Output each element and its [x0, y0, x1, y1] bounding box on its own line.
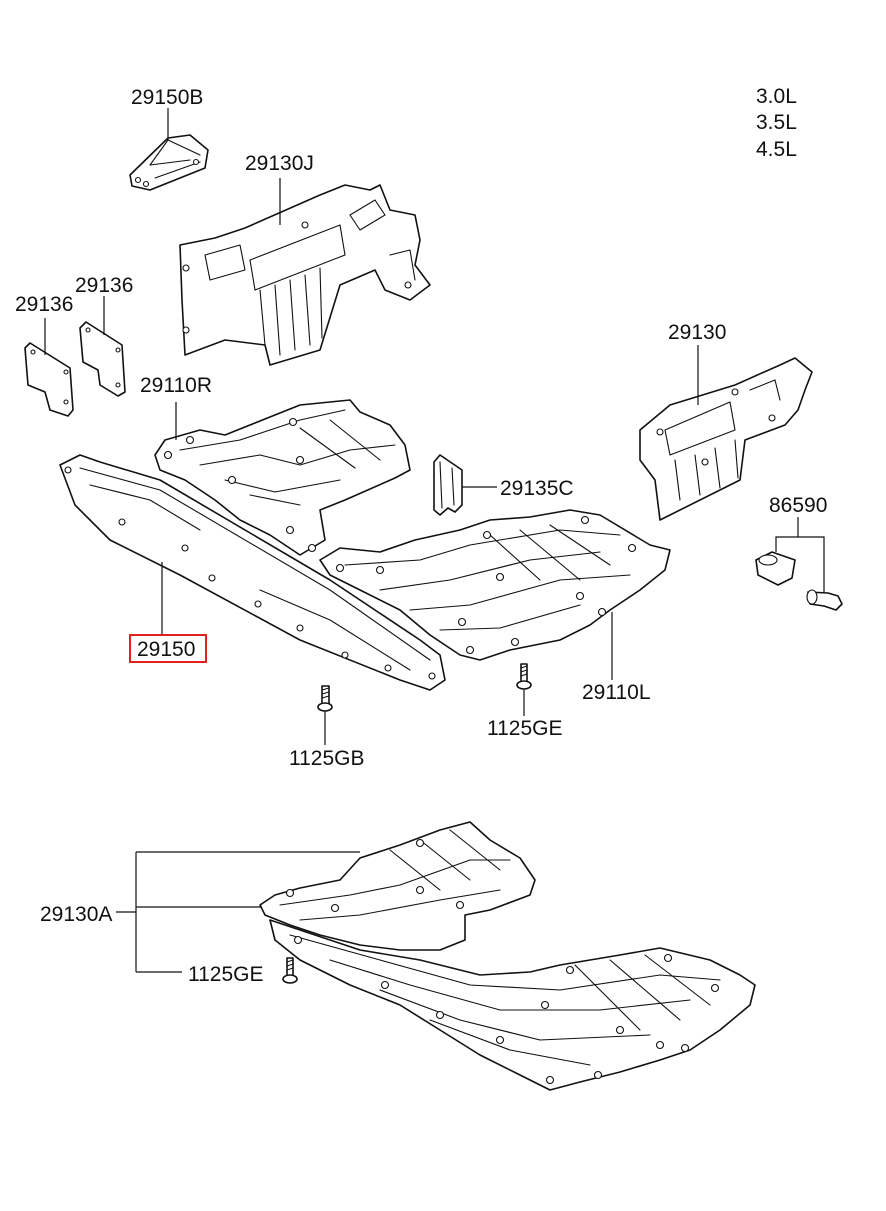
bolt-1125ge[interactable]: [516, 663, 532, 690]
label-29110l: 29110L: [582, 681, 651, 704]
front-bar-29150[interactable]: [59, 454, 446, 691]
pad-29136-right[interactable]: [79, 321, 126, 397]
engine-variant-2: 3.5L: [756, 111, 797, 134]
cover-29130j[interactable]: [179, 184, 431, 366]
bolt-1125gb[interactable]: [317, 685, 333, 712]
engine-variant-list: 3.0L 3.5L 4.5L: [756, 85, 797, 161]
highlight-box-29150: [129, 634, 207, 663]
assembly-29130a[interactable]: [259, 821, 756, 1091]
bracket-29150b[interactable]: [129, 134, 209, 191]
label-29136-right: 29136: [75, 274, 133, 297]
label-86590: 86590: [769, 494, 827, 517]
label-1125ge-assembly: 1125GE: [188, 963, 264, 986]
label-29130j: 29130J: [245, 152, 314, 175]
cover-29130[interactable]: [639, 357, 813, 521]
cover-29110l[interactable]: [319, 509, 671, 661]
label-29135c: 29135C: [500, 477, 574, 500]
label-1125ge: 1125GE: [487, 717, 563, 740]
pad-29136-left[interactable]: [24, 342, 74, 417]
clip-29135c[interactable]: [433, 454, 463, 516]
label-29150b: 29150B: [131, 86, 203, 109]
fastener-86590[interactable]: [755, 551, 843, 611]
label-29110r: 29110R: [140, 374, 212, 397]
bolt-1125ge-assembly[interactable]: [282, 957, 298, 984]
label-29130a: 29130A: [40, 903, 112, 926]
label-29136-left: 29136: [15, 293, 73, 316]
engine-variant-1: 3.0L: [756, 85, 797, 108]
engine-variant-3: 4.5L: [756, 138, 797, 161]
label-1125gb: 1125GB: [289, 747, 365, 770]
cover-29110r[interactable]: [154, 399, 411, 556]
label-29150: 29150: [137, 638, 195, 661]
label-29130: 29130: [668, 321, 726, 344]
